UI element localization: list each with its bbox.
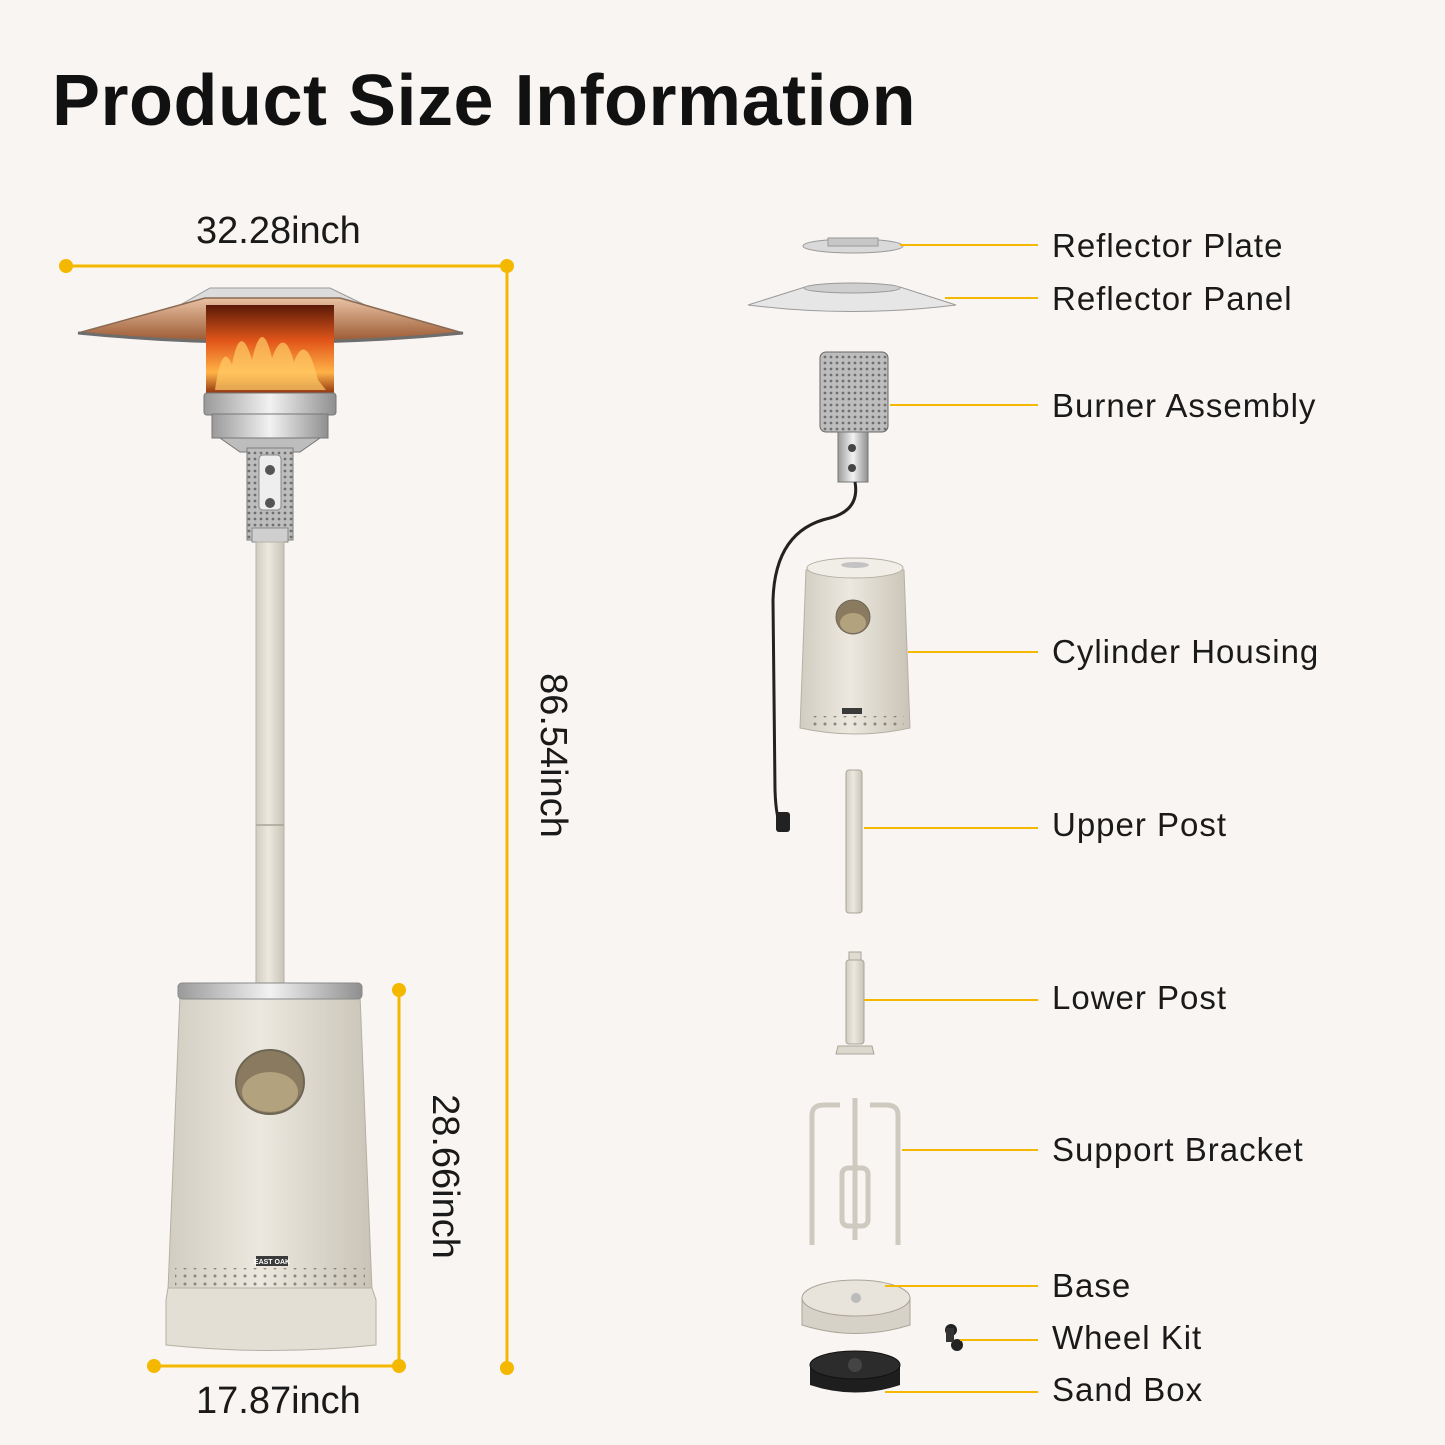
housing-lid bbox=[177, 982, 363, 1000]
dim-dot bbox=[392, 983, 406, 997]
regulator-icon bbox=[776, 812, 790, 832]
brand-logo bbox=[256, 1256, 288, 1266]
width-top-label: 32.28inch bbox=[196, 210, 361, 252]
ignition-button-icon bbox=[265, 498, 275, 508]
wheel-kit-part bbox=[945, 1324, 963, 1351]
upper-post-part bbox=[845, 769, 863, 914]
part-label-reflector-plate: Reflector Plate bbox=[1052, 227, 1284, 264]
part-label-wheel-kit: Wheel Kit bbox=[1052, 1319, 1203, 1356]
brand-logo-text: EAST OAK bbox=[254, 1259, 290, 1266]
exploded-parts bbox=[747, 237, 963, 1393]
support-bracket-part bbox=[809, 1098, 901, 1245]
page-title: Product Size Information bbox=[52, 61, 917, 141]
reflector-panel-part bbox=[747, 286, 957, 312]
dimension-lines bbox=[59, 259, 514, 1375]
part-label-sand-box: Sand Box bbox=[1052, 1371, 1204, 1408]
dim-dot bbox=[500, 1361, 514, 1375]
heater-base bbox=[165, 1287, 377, 1351]
part-label-support-bracket: Support Bracket bbox=[1052, 1131, 1304, 1168]
part-label-base: Base bbox=[1052, 1267, 1132, 1304]
pole bbox=[255, 541, 285, 988]
width-base-label: 17.87inch bbox=[196, 1380, 361, 1422]
assembled-heater: EAST OAK bbox=[77, 287, 464, 1351]
part-label-reflector-panel: Reflector Panel bbox=[1052, 280, 1293, 317]
part-label-lower-post: Lower Post bbox=[1052, 979, 1228, 1016]
part-label-upper-post: Upper Post bbox=[1052, 806, 1228, 843]
lower-post-part bbox=[845, 959, 865, 1045]
gas-hose bbox=[771, 481, 858, 829]
dim-dot bbox=[59, 259, 73, 273]
part-label-burner-assembly: Burner Assembly bbox=[1052, 387, 1317, 424]
housing-body bbox=[167, 994, 373, 1291]
part-label-cylinder-housing: Cylinder Housing bbox=[1052, 633, 1320, 670]
dim-dot bbox=[147, 1359, 161, 1373]
burner-assembly-part bbox=[819, 351, 889, 433]
knob-icon bbox=[265, 465, 275, 475]
leader-lines bbox=[864, 244, 1038, 1393]
